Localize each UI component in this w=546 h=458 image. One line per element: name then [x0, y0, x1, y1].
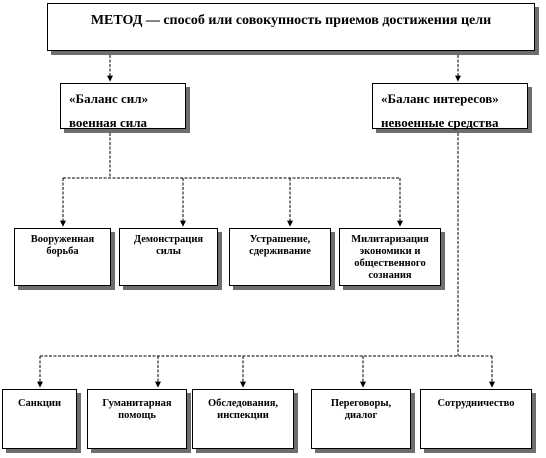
humanitarian-aid-label: Гуманитарная помощь [102, 398, 172, 421]
non-military-means-label: невоенные средства [381, 115, 499, 130]
balance-of-forces-box: «Баланс сил» военная сила [60, 83, 186, 130]
cooperation-label: Сотрудничество [437, 398, 515, 409]
cooperation-box: Сотрудничество [420, 389, 532, 449]
armed-struggle-label: Вооруженная борьба [30, 234, 95, 257]
show-of-force-label: Демонстрация силы [133, 234, 204, 257]
method-definition-text: МЕТОД — способ или совокупность приемов … [90, 13, 492, 28]
inspections-box: Обследования, инспекции [192, 389, 294, 449]
deterrence-label: Устрашение, сдерживание [249, 234, 311, 257]
balance-of-interests-box: «Баланс интересов» невоенные средства [372, 83, 528, 130]
method-definition-box: МЕТОД — способ или совокупность приемов … [47, 3, 535, 51]
negotiations-label: Переговоры, диалог [330, 398, 392, 421]
militarization-label: Милитаризация экономики и общественного … [351, 234, 429, 281]
inspections-label: Обследования, инспекции [207, 398, 279, 421]
military-force-label: военная сила [69, 115, 148, 130]
armed-struggle-box: Вооруженная борьба [14, 228, 111, 286]
balance-of-forces-title: «Баланс сил» [69, 91, 149, 106]
militarization-box: Милитаризация экономики и общественного … [339, 228, 441, 286]
balance-of-interests-title: «Баланс интересов» [381, 91, 499, 106]
deterrence-box: Устрашение, сдерживание [229, 228, 331, 286]
show-of-force-box: Демонстрация силы [119, 228, 218, 286]
sanctions-label: Санкции [17, 398, 62, 409]
sanctions-box: Санкции [2, 389, 77, 449]
negotiations-box: Переговоры, диалог [311, 389, 411, 449]
humanitarian-aid-box: Гуманитарная помощь [87, 389, 187, 449]
